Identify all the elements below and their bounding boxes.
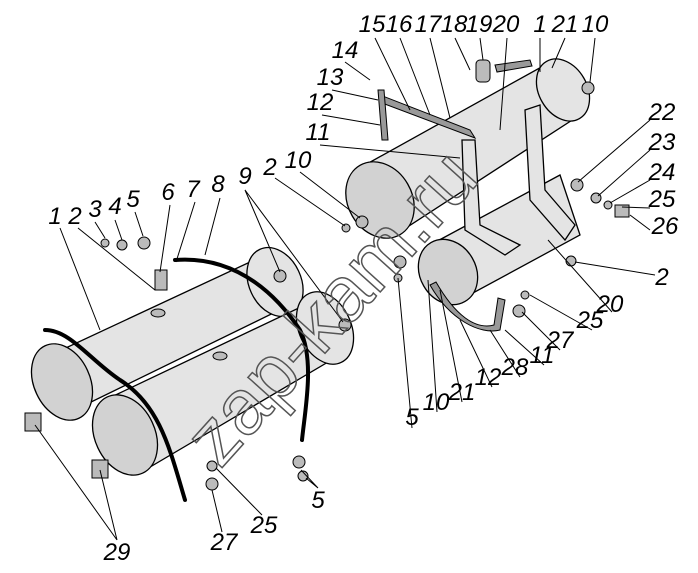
callout: 20 xyxy=(596,291,624,318)
callout: 22 xyxy=(648,99,676,126)
callout: 7 xyxy=(186,176,201,203)
callout: 25 xyxy=(648,186,676,213)
callout: 3 xyxy=(88,196,102,223)
fittings xyxy=(24,59,630,491)
bracket xyxy=(461,104,576,256)
callout: 29 xyxy=(103,539,131,566)
callout: 8 xyxy=(211,171,225,198)
callout: 19 xyxy=(466,11,493,38)
callout: 2 xyxy=(262,154,276,181)
left-front-tank xyxy=(91,291,355,476)
callout: 1 xyxy=(533,11,546,38)
callout: 13 xyxy=(317,64,344,91)
callout: 23 xyxy=(648,129,676,156)
callout: 11 xyxy=(306,119,331,146)
callout: 11 xyxy=(530,342,555,369)
callout: 5 xyxy=(311,487,325,514)
straps xyxy=(377,59,533,332)
left-pipe xyxy=(43,257,310,502)
callout: 17 xyxy=(415,11,443,38)
callout: 26 xyxy=(651,213,679,240)
callout: 16 xyxy=(386,11,413,38)
callout: 10 xyxy=(423,389,450,416)
callout: 25 xyxy=(250,512,278,539)
callout: 2 xyxy=(67,203,81,230)
callout: 15 xyxy=(359,11,386,38)
callout: 5 xyxy=(126,186,140,213)
callout: 14 xyxy=(332,37,359,64)
callout: 21 xyxy=(448,379,476,406)
callout: 20 xyxy=(492,11,520,38)
callout: 1 xyxy=(48,203,61,230)
callout: 27 xyxy=(546,327,575,354)
callout: 10 xyxy=(285,147,312,174)
callouts: 1 2 3 4 5 6 7 8 9 2 10 14 13 12 11 15 16… xyxy=(48,11,679,566)
callout: 24 xyxy=(648,159,676,186)
callout: 12 xyxy=(307,89,334,116)
callout: 9 xyxy=(238,163,251,190)
callout: 21 xyxy=(551,11,579,38)
callout: 18 xyxy=(441,11,468,38)
leader-lines xyxy=(34,37,656,541)
callout: 6 xyxy=(161,179,175,206)
callout: 5 xyxy=(405,404,419,431)
callout: 12 xyxy=(475,364,502,391)
callout: 28 xyxy=(501,354,529,381)
callout: 27 xyxy=(210,529,239,556)
callout: 25 xyxy=(576,307,604,334)
callout: 10 xyxy=(582,11,609,38)
callout: 2 xyxy=(654,264,668,291)
callout: 4 xyxy=(108,193,121,220)
